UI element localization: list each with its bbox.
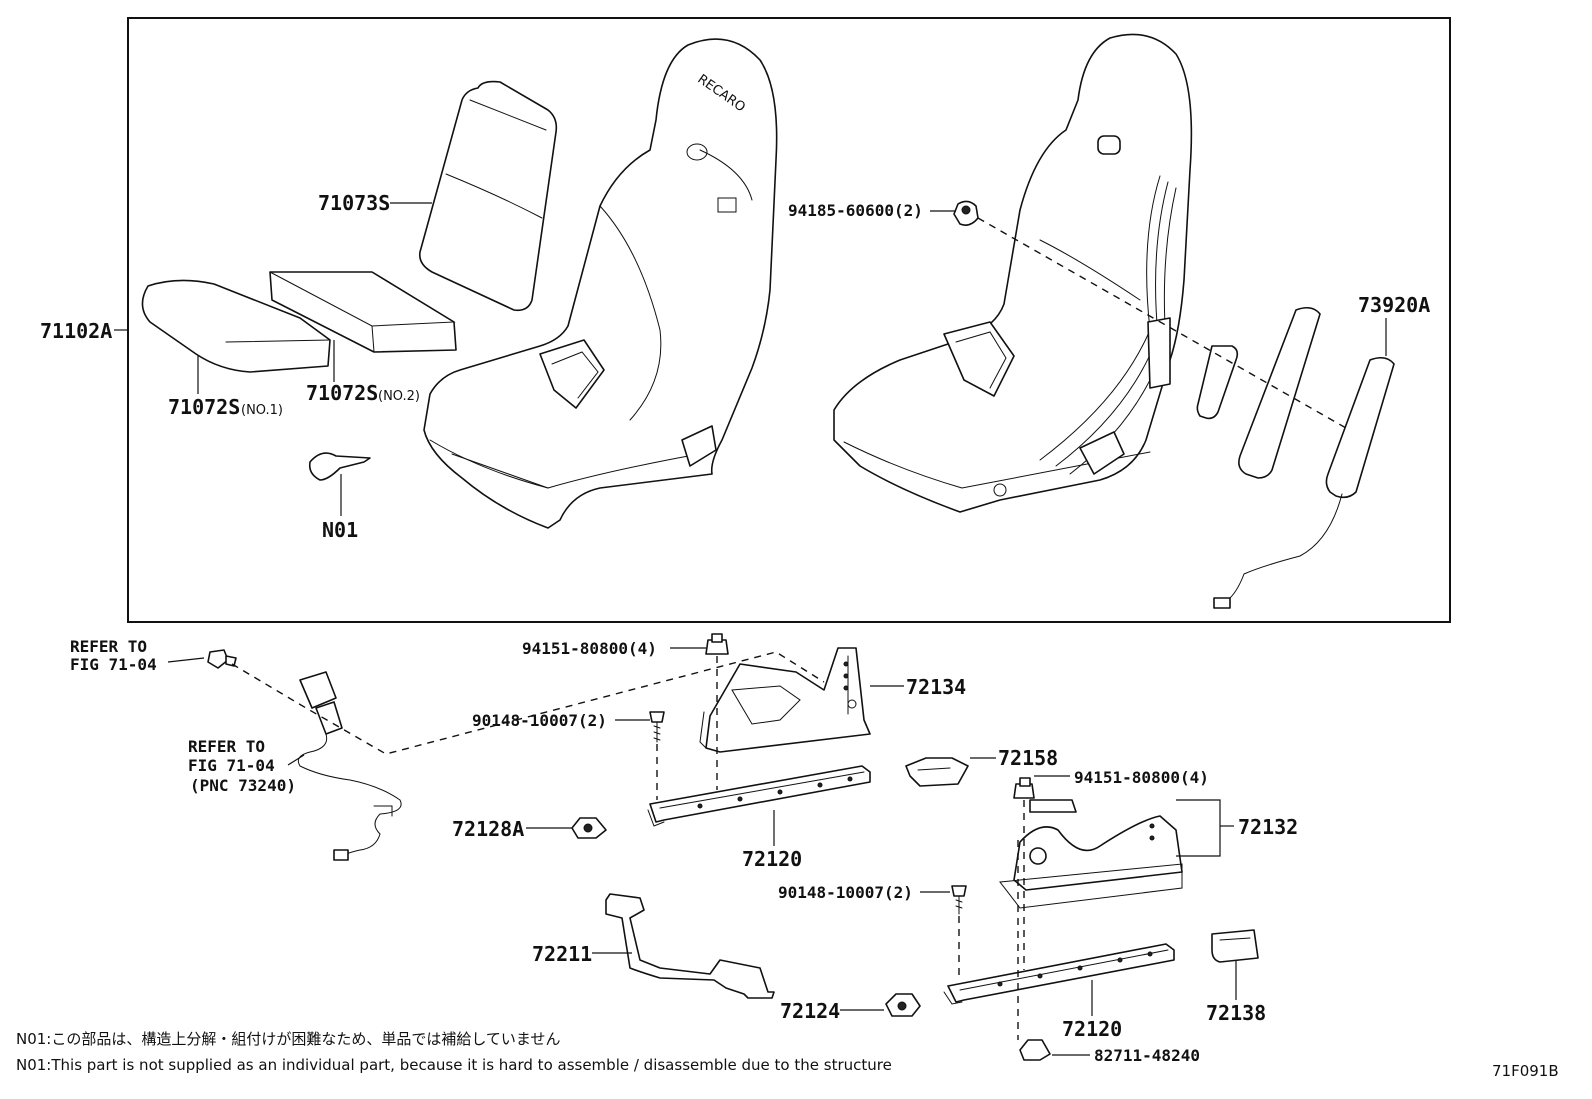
seat-assembly-frame — [127, 17, 1451, 623]
refer-fig-2-line2: FIG 71-04 — [188, 756, 275, 775]
side-airbag-73920a — [1196, 306, 1395, 609]
seat-cushion-pad-no1 — [141, 279, 331, 373]
clip-72128a — [571, 817, 607, 839]
label-n01: N01 — [322, 518, 358, 542]
label-90148-10007-a: 90148-10007(2) — [472, 711, 607, 730]
label-90148-10007-b: 90148-10007(2) — [778, 883, 913, 902]
clip-82711-48240 — [1019, 1039, 1051, 1061]
label-71073s: 71073S — [318, 191, 390, 215]
diagram-id: 71F091B — [1492, 1062, 1559, 1080]
label-94151-80800-b: 94151-80800(4) — [1074, 768, 1209, 787]
label-72124: 72124 — [780, 999, 840, 1023]
label-73920a: 73920A — [1358, 293, 1430, 317]
upper-leaders — [114, 202, 1387, 516]
seat-bracket-72134 — [699, 647, 871, 753]
seatback-cushion-71073s — [418, 80, 558, 312]
seat-bracket-72132 — [999, 799, 1183, 909]
part-n01 — [308, 452, 371, 481]
label-71072s-no1: 71072S — [168, 395, 240, 419]
clip-72124 — [885, 993, 921, 1017]
cover-72138 — [1211, 929, 1259, 963]
bolt-90148-10007-b — [951, 885, 967, 915]
label-72138: 72138 — [1206, 1001, 1266, 1025]
refer-fig-2-line1: REFER TO — [188, 737, 265, 756]
note-japanese: N01:この部品は、構造上分解・組付けが困難なため、単品では補給していません — [16, 1030, 560, 1048]
rod-72211 — [605, 893, 775, 999]
label-72132: 72132 — [1238, 815, 1298, 839]
label-71072s-no2-sub: (NO.2) — [378, 389, 420, 404]
label-72120-b: 72120 — [1062, 1017, 1122, 1041]
refer-fig-1-line1: REFER TO — [70, 637, 147, 656]
label-94151-80800-a: 94151-80800(4) — [522, 639, 657, 658]
label-72134: 72134 — [906, 675, 966, 699]
label-72120-a: 72120 — [742, 847, 802, 871]
seat-assembly-front-view: RECARO — [423, 38, 778, 529]
nut-94151-80800-a — [705, 633, 729, 655]
refer-fig-2-line3: (PNC 73240) — [190, 776, 296, 795]
label-94185-60600: 94185-60600(2) — [788, 201, 923, 220]
label-82711-48240: 82711-48240 — [1094, 1046, 1200, 1065]
seat-assembly-rear-view — [833, 33, 1193, 513]
label-71072s-no2: 71072S — [306, 381, 378, 405]
label-71102a: 71102A — [40, 319, 112, 343]
lower-dashed-lines — [231, 651, 1025, 1040]
lower-leaders — [167, 647, 1237, 1056]
refer-fig-1-line2: FIG 71-04 — [70, 655, 157, 674]
seatbelt-buckle-assembly — [207, 649, 402, 861]
seat-rail-72120-a — [647, 765, 871, 827]
seat-cushion-pad-no2 — [269, 271, 457, 353]
label-72128a: 72128A — [452, 817, 524, 841]
note-english: N01:This part is not supplied as an indi… — [16, 1056, 892, 1074]
label-72158: 72158 — [998, 746, 1058, 770]
bolt-90148-10007-a — [649, 711, 665, 743]
cover-72158 — [905, 757, 969, 787]
label-72211: 72211 — [532, 942, 592, 966]
nut-94185-60600 — [953, 200, 979, 226]
label-71072s-no1-sub: (NO.1) — [241, 403, 283, 418]
seat-rail-72120-b — [943, 943, 1175, 1005]
nut-94151-80800-b — [1013, 777, 1035, 799]
